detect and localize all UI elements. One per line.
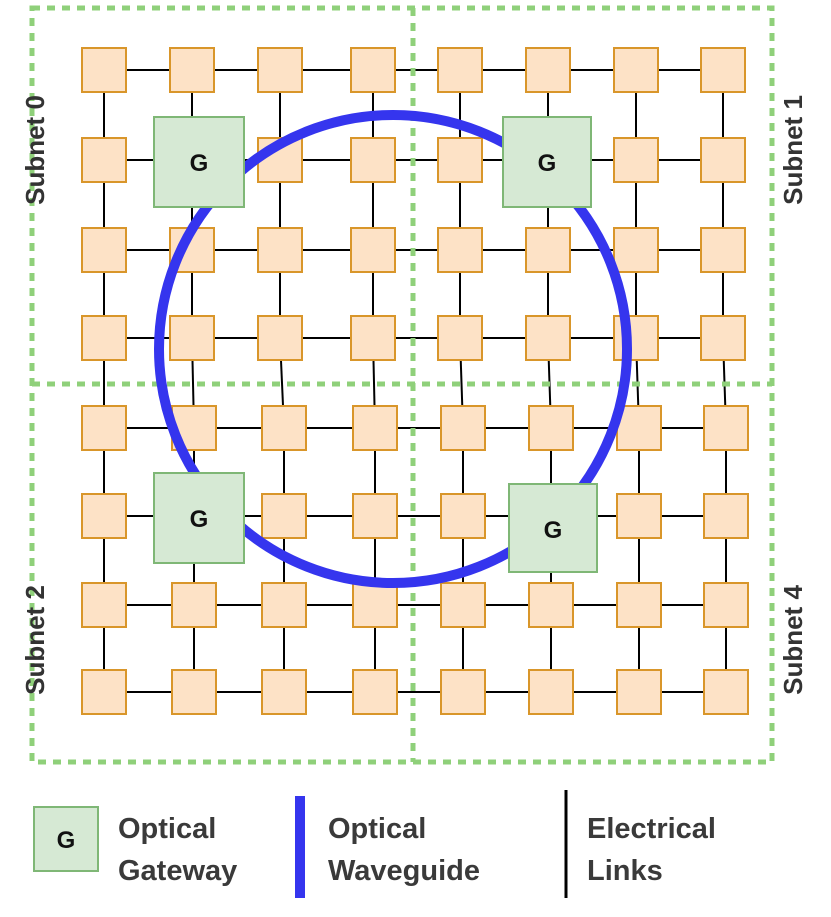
gateway-letter: G <box>190 150 209 177</box>
legend-links-line2: Links <box>587 855 663 887</box>
router-node <box>257 227 303 273</box>
legend-links-line1: Electrical <box>587 813 716 845</box>
router-node <box>257 315 303 361</box>
router-node <box>350 47 396 93</box>
router-node <box>437 137 483 183</box>
router-node <box>261 405 307 451</box>
gateway-subnet-0: G <box>153 116 245 208</box>
router-node <box>703 493 749 539</box>
subnet-label-0: Subnet 0 <box>20 95 50 205</box>
router-node <box>525 227 571 273</box>
router-node <box>440 405 486 451</box>
legend-waveguide-line2: Waveguide <box>328 855 480 887</box>
router-node <box>81 315 127 361</box>
gateway-letter: G <box>190 506 209 533</box>
legend-gateway: G Optical Gateway <box>33 806 237 887</box>
subnet-label-1: Subnet 1 <box>778 95 808 205</box>
router-node <box>613 47 659 93</box>
router-node <box>437 315 483 361</box>
legend-gateway-line1: Optical <box>118 813 216 845</box>
router-node <box>257 47 303 93</box>
router-node <box>261 493 307 539</box>
router-node <box>703 582 749 628</box>
router-node <box>437 227 483 273</box>
legend-links: Electrical Links <box>564 790 716 898</box>
router-node <box>525 47 571 93</box>
router-node <box>703 669 749 715</box>
legend-waveguide-line1: Optical <box>328 813 426 845</box>
router-node <box>440 669 486 715</box>
router-node <box>528 669 574 715</box>
router-node <box>528 582 574 628</box>
router-node <box>525 315 571 361</box>
router-node <box>350 315 396 361</box>
router-node <box>350 227 396 273</box>
router-node <box>700 315 746 361</box>
router-node <box>81 405 127 451</box>
router-node <box>171 669 217 715</box>
router-node <box>81 582 127 628</box>
gateway-letter: G <box>538 150 557 177</box>
router-node <box>261 669 307 715</box>
router-node <box>81 137 127 183</box>
router-node <box>352 493 398 539</box>
router-node <box>616 405 662 451</box>
gateway-subnet-2: G <box>153 472 245 564</box>
gateway-subnet-4: G <box>508 483 598 573</box>
router-node <box>352 669 398 715</box>
legend-gateway-swatch <box>33 806 99 872</box>
subnet-borders <box>29 5 775 765</box>
router-node <box>169 315 215 361</box>
gateway-subnet-1: G <box>502 116 592 208</box>
optical-waveguide-ring <box>154 110 632 588</box>
router-node <box>81 669 127 715</box>
router-node <box>613 137 659 183</box>
legend: G Optical Gateway Optical Waveguide Elec… <box>33 790 716 898</box>
router-node <box>440 493 486 539</box>
router-node <box>700 137 746 183</box>
legend-gateway-symbol: G <box>57 827 76 854</box>
gateway-letter: G <box>544 517 563 544</box>
router-node <box>169 47 215 93</box>
router-node <box>437 47 483 93</box>
legend-waveguide: Optical Waveguide <box>295 796 480 898</box>
router-node <box>616 669 662 715</box>
router-node <box>616 582 662 628</box>
router-node <box>81 493 127 539</box>
router-node <box>171 582 217 628</box>
subnet-label-2: Subnet 2 <box>20 585 50 695</box>
router-node <box>613 227 659 273</box>
router-node <box>703 405 749 451</box>
router-node <box>261 582 307 628</box>
router-node <box>616 493 662 539</box>
router-node <box>81 227 127 273</box>
router-node <box>81 47 127 93</box>
router-node <box>352 405 398 451</box>
router-node <box>352 582 398 628</box>
subnet-label-4: Subnet 4 <box>778 585 808 695</box>
router-node <box>700 47 746 93</box>
router-node <box>440 582 486 628</box>
router-node <box>528 405 574 451</box>
router-node <box>350 137 396 183</box>
router-node <box>700 227 746 273</box>
legend-gateway-line2: Gateway <box>118 855 237 887</box>
